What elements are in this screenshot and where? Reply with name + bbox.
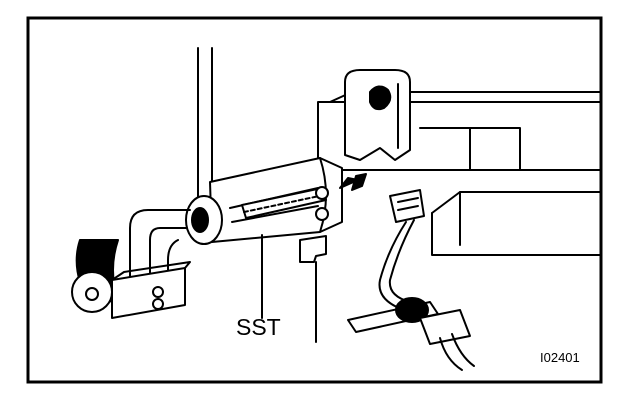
clip <box>299 235 327 263</box>
direction-arrow <box>339 173 367 191</box>
vertical-rod <box>197 47 213 199</box>
wiring-connector <box>378 189 425 311</box>
mounting-bracket <box>344 69 411 161</box>
figure-id: I02401 <box>540 350 580 365</box>
sst-tool <box>241 186 329 221</box>
sensor-plug <box>347 297 475 371</box>
pipe-fitting <box>71 239 191 319</box>
sst-label: SST <box>236 314 281 340</box>
main-tube <box>185 157 343 245</box>
bent-pipe <box>129 209 191 283</box>
battery-box <box>431 191 601 256</box>
